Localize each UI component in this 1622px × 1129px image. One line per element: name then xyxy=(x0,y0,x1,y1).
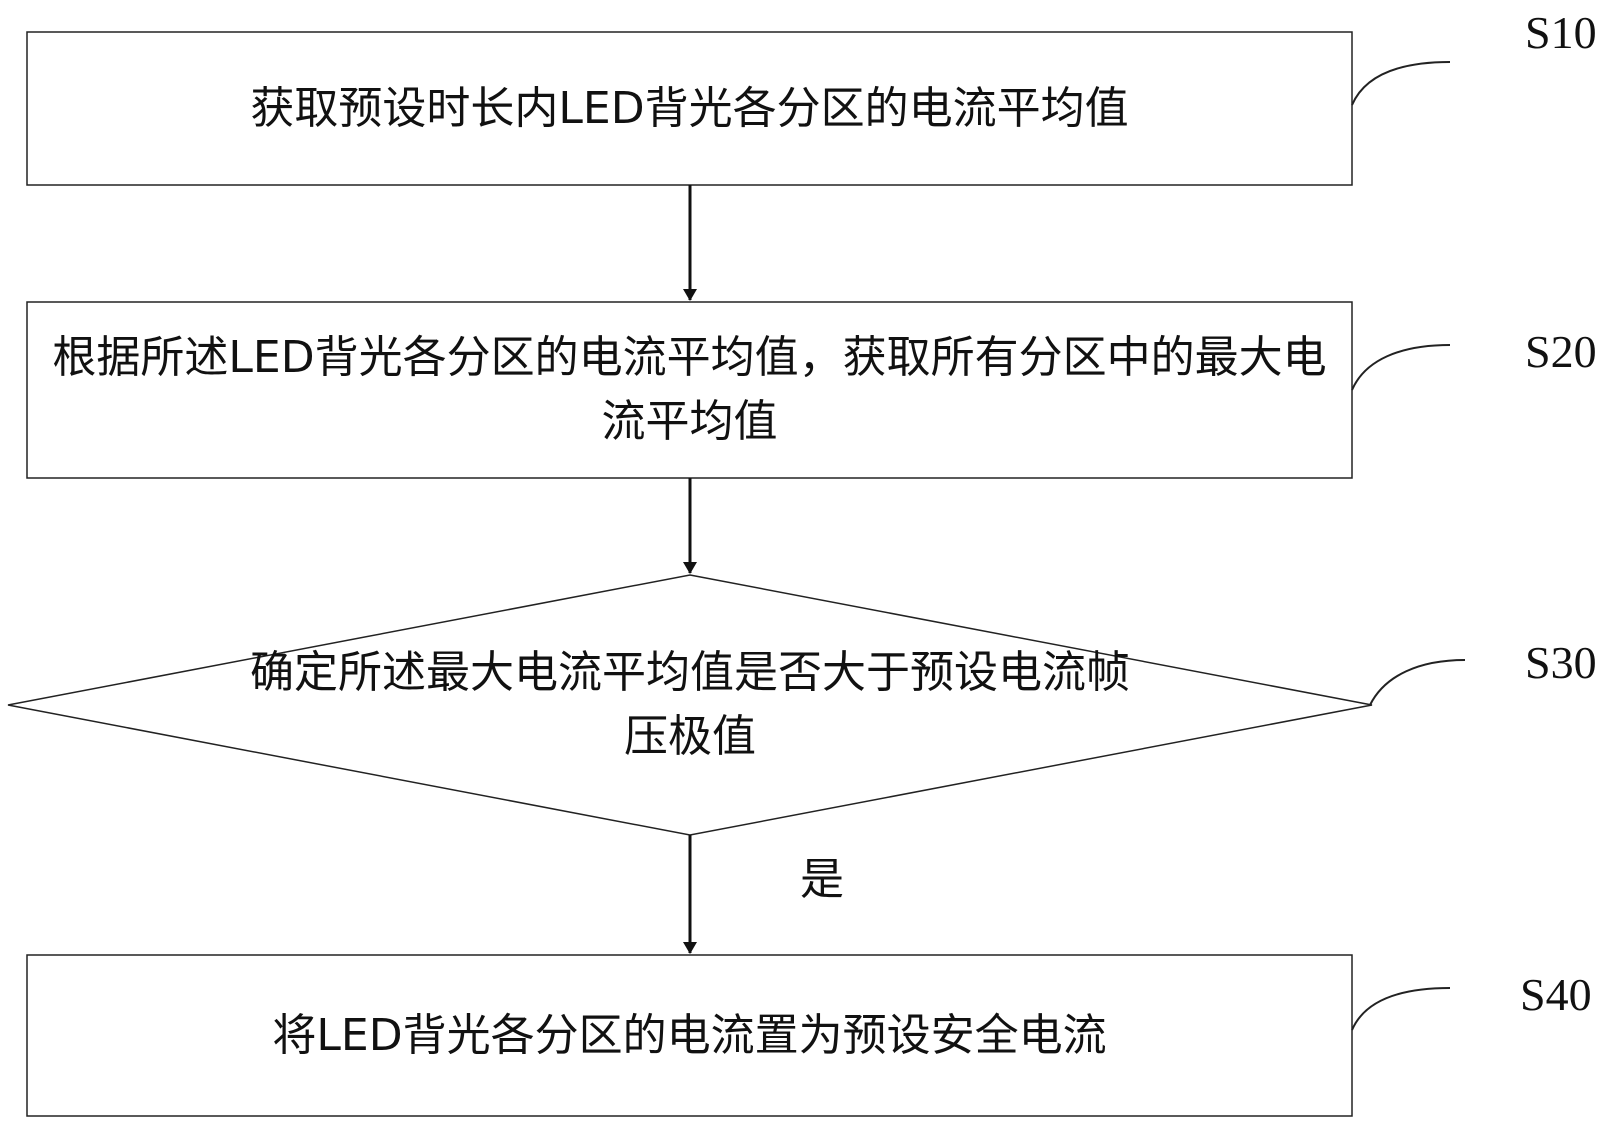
step-s30-label: 确定所述最大电流平均值是否大于预设电流帧压极值 xyxy=(250,647,1130,762)
step-s30-text: 确定所述最大电流平均值是否大于预设电流帧压极值 xyxy=(240,630,1140,780)
leader-s20 xyxy=(1351,344,1451,391)
leader-s40 xyxy=(1351,987,1451,1031)
step-s20-id: S20 xyxy=(1525,326,1597,377)
step-s40-box xyxy=(26,954,1353,1117)
step-s20-box xyxy=(26,301,1353,479)
step-s10-text: 获取预设时长内LED背光各分区的电流平均值 xyxy=(27,32,1352,185)
step-s30-id: S30 xyxy=(1525,637,1597,688)
leader-s30 xyxy=(1369,659,1466,706)
step-s10-id: S10 xyxy=(1525,7,1597,58)
step-s10-label: 获取预设时长内LED背光各分区的电流平均值 xyxy=(250,82,1129,134)
leader-s10 xyxy=(1351,61,1451,106)
step-s40-id: S40 xyxy=(1520,969,1592,1020)
step-s20-label: 根据所述LED背光各分区的电流平均值，获取所有分区中的最大电流平均值 xyxy=(52,332,1327,447)
step-s40-text: 将LED背光各分区的电流置为预设安全电流 xyxy=(27,955,1352,1116)
step-s20-text: 根据所述LED背光各分区的电流平均值，获取所有分区中的最大电流平均值 xyxy=(37,302,1342,478)
yes-label: 是 xyxy=(800,854,844,905)
step-s10-box xyxy=(26,31,1353,186)
step-s40-label: 将LED背光各分区的电流置为预设安全电流 xyxy=(272,1009,1107,1061)
